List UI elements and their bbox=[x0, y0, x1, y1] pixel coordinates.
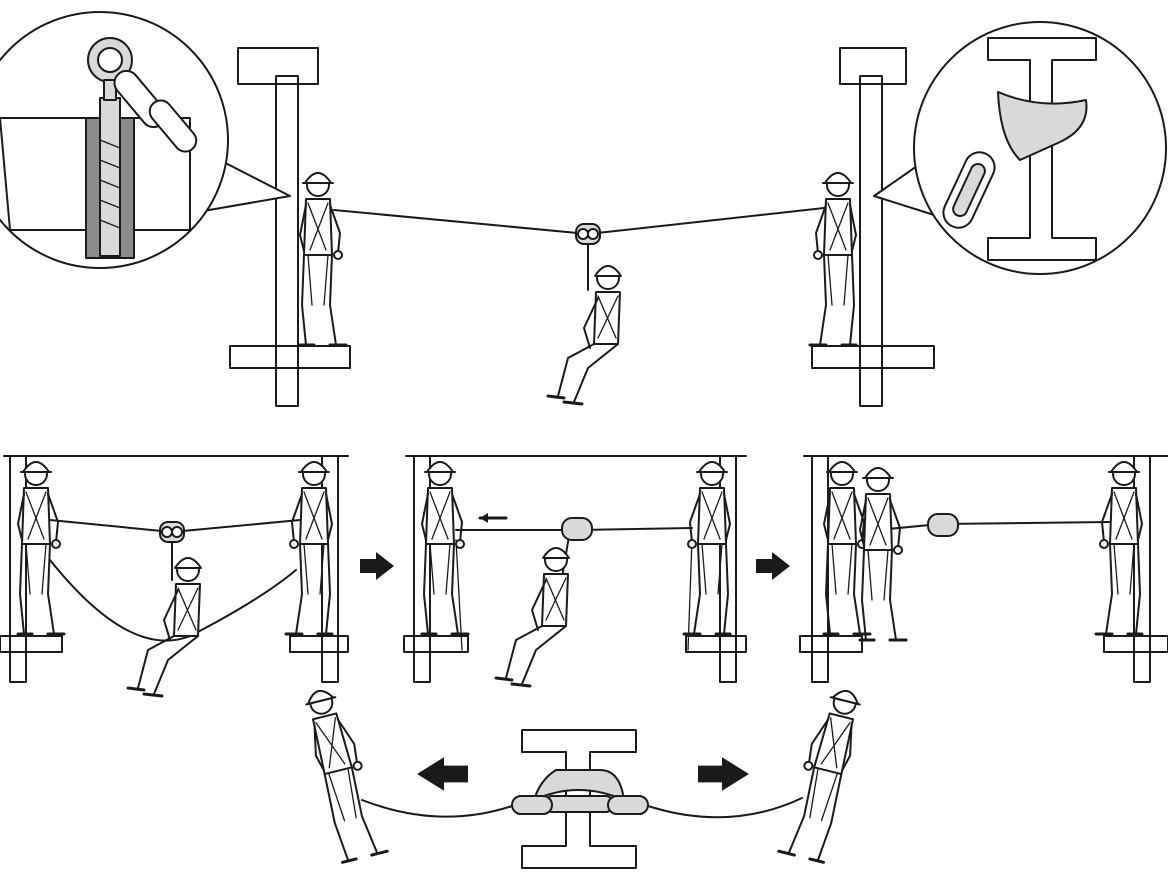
eyebolt-anchor-callout bbox=[0, 11, 291, 269]
left-worker bbox=[298, 171, 348, 347]
ibeam-icon bbox=[521, 729, 637, 869]
overview-panel bbox=[0, 11, 1167, 407]
step-2-panel bbox=[403, 455, 747, 688]
arrow-right-icon bbox=[698, 757, 749, 791]
arrow-right-icon bbox=[756, 552, 790, 580]
pulley-icon bbox=[575, 223, 601, 245]
suspended-worker bbox=[546, 264, 623, 406]
step-1-panel bbox=[0, 455, 349, 698]
tension-left-worker bbox=[299, 682, 389, 864]
arrow-left-icon bbox=[417, 757, 468, 791]
step-1-suspended-worker bbox=[126, 556, 203, 698]
eyebolt-icon bbox=[99, 97, 121, 257]
webbing-sling-icon bbox=[997, 91, 1088, 161]
step-2-left-worker bbox=[420, 460, 470, 636]
step-3-right-worker bbox=[1096, 462, 1142, 634]
right-steel-column bbox=[811, 47, 935, 407]
carabiner-icon bbox=[607, 795, 649, 815]
step-1-left-worker bbox=[16, 460, 66, 636]
step-3-rescued-worker bbox=[858, 466, 908, 642]
step-2-right-worker bbox=[684, 462, 730, 634]
tension-right-worker bbox=[779, 684, 865, 862]
arrow-right-icon bbox=[360, 552, 394, 580]
right-worker bbox=[810, 173, 856, 345]
ibeam-icon bbox=[987, 37, 1097, 261]
step-3-panel bbox=[799, 455, 1168, 683]
tension-test-panel bbox=[299, 682, 865, 869]
step-1-right-worker bbox=[286, 462, 332, 634]
carabiner-icon bbox=[511, 795, 553, 815]
webbing-sling-icon bbox=[533, 769, 625, 801]
left-steel-column bbox=[229, 47, 351, 407]
beam-sling-callout bbox=[873, 21, 1167, 275]
step-2-suspended-worker bbox=[494, 546, 571, 688]
